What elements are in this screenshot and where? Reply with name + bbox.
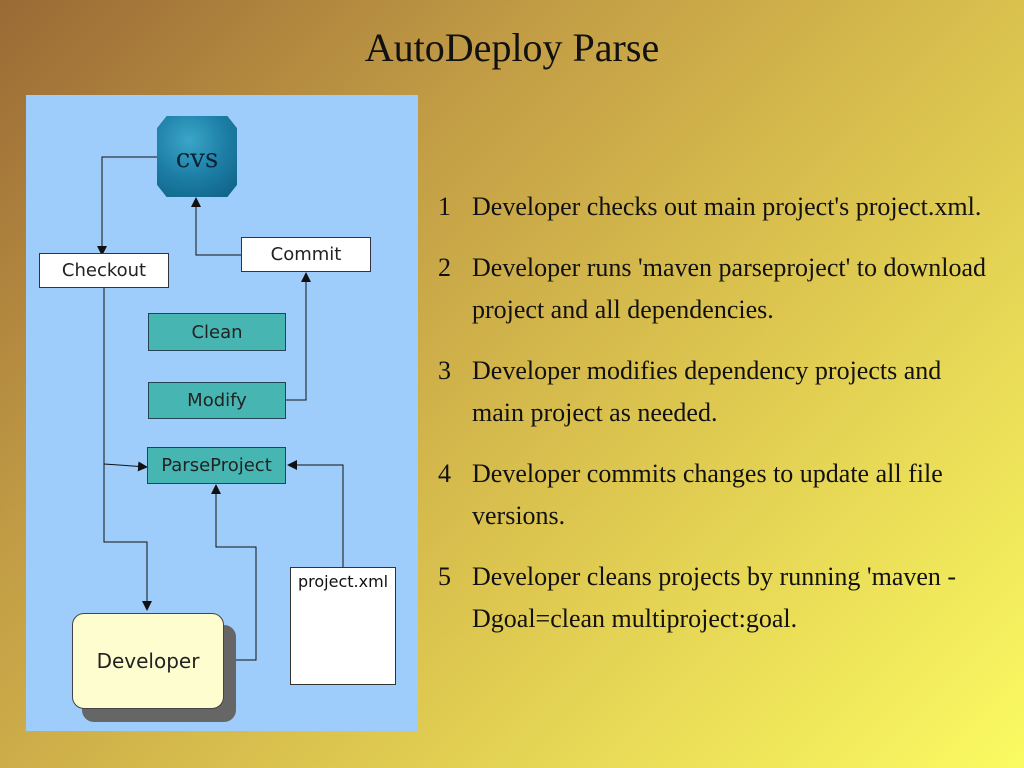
commit-box: Commit bbox=[241, 237, 371, 272]
step-item: 4 Developer commits changes to update all… bbox=[438, 453, 998, 537]
arrow-checkout-to-parseproject bbox=[103, 461, 148, 472]
project-xml-label: project.xml bbox=[298, 572, 389, 591]
steps-list: 1 Developer checks out main project's pro… bbox=[438, 186, 998, 659]
arrow-projectxml-to-parseproject bbox=[287, 460, 344, 567]
modify-box: Modify bbox=[148, 382, 286, 419]
step-number: 5 bbox=[438, 562, 451, 591]
diagram-connectors bbox=[97, 156, 344, 661]
checkout-box: Checkout bbox=[39, 253, 169, 288]
step-text: Developer runs 'maven parseproject' to d… bbox=[472, 253, 987, 324]
step-number: 2 bbox=[438, 253, 451, 282]
clean-box: Clean bbox=[148, 313, 286, 351]
workflow-diagram: cvs Checkout Commit Clean Modify ParsePr… bbox=[26, 95, 418, 731]
step-text: Developer commits changes to update all … bbox=[472, 459, 943, 530]
arrow-checkout-to-developer bbox=[103, 288, 152, 611]
parseproject-box: ParseProject bbox=[147, 447, 286, 484]
arrow-modify-to-commit bbox=[286, 272, 311, 401]
step-item: 2 Developer runs 'maven parseproject' to … bbox=[438, 247, 998, 331]
step-item: 1 Developer checks out main project's pro… bbox=[438, 186, 998, 228]
step-item: 3 Developer modifies dependency projects … bbox=[438, 350, 998, 434]
arrow-developer-to-parseproject bbox=[211, 484, 257, 661]
step-number: 1 bbox=[438, 192, 451, 221]
arrow-cvs-to-checkout bbox=[97, 156, 157, 256]
developer-box: Developer bbox=[72, 613, 224, 709]
cvs-repository: cvs bbox=[157, 116, 237, 197]
step-number: 4 bbox=[438, 459, 451, 488]
arrow-commit-to-cvs bbox=[191, 197, 241, 256]
step-number: 3 bbox=[438, 356, 451, 385]
step-text: Developer checks out main project's proj… bbox=[472, 192, 982, 221]
project-xml-document: project.xml bbox=[290, 567, 396, 685]
step-text: Developer modifies dependency projects a… bbox=[472, 356, 942, 427]
step-text: Developer cleans projects by running 'ma… bbox=[472, 562, 957, 633]
step-item: 5 Developer cleans projects by running 'm… bbox=[438, 556, 998, 640]
slide-title: AutoDeploy Parse bbox=[364, 25, 660, 70]
